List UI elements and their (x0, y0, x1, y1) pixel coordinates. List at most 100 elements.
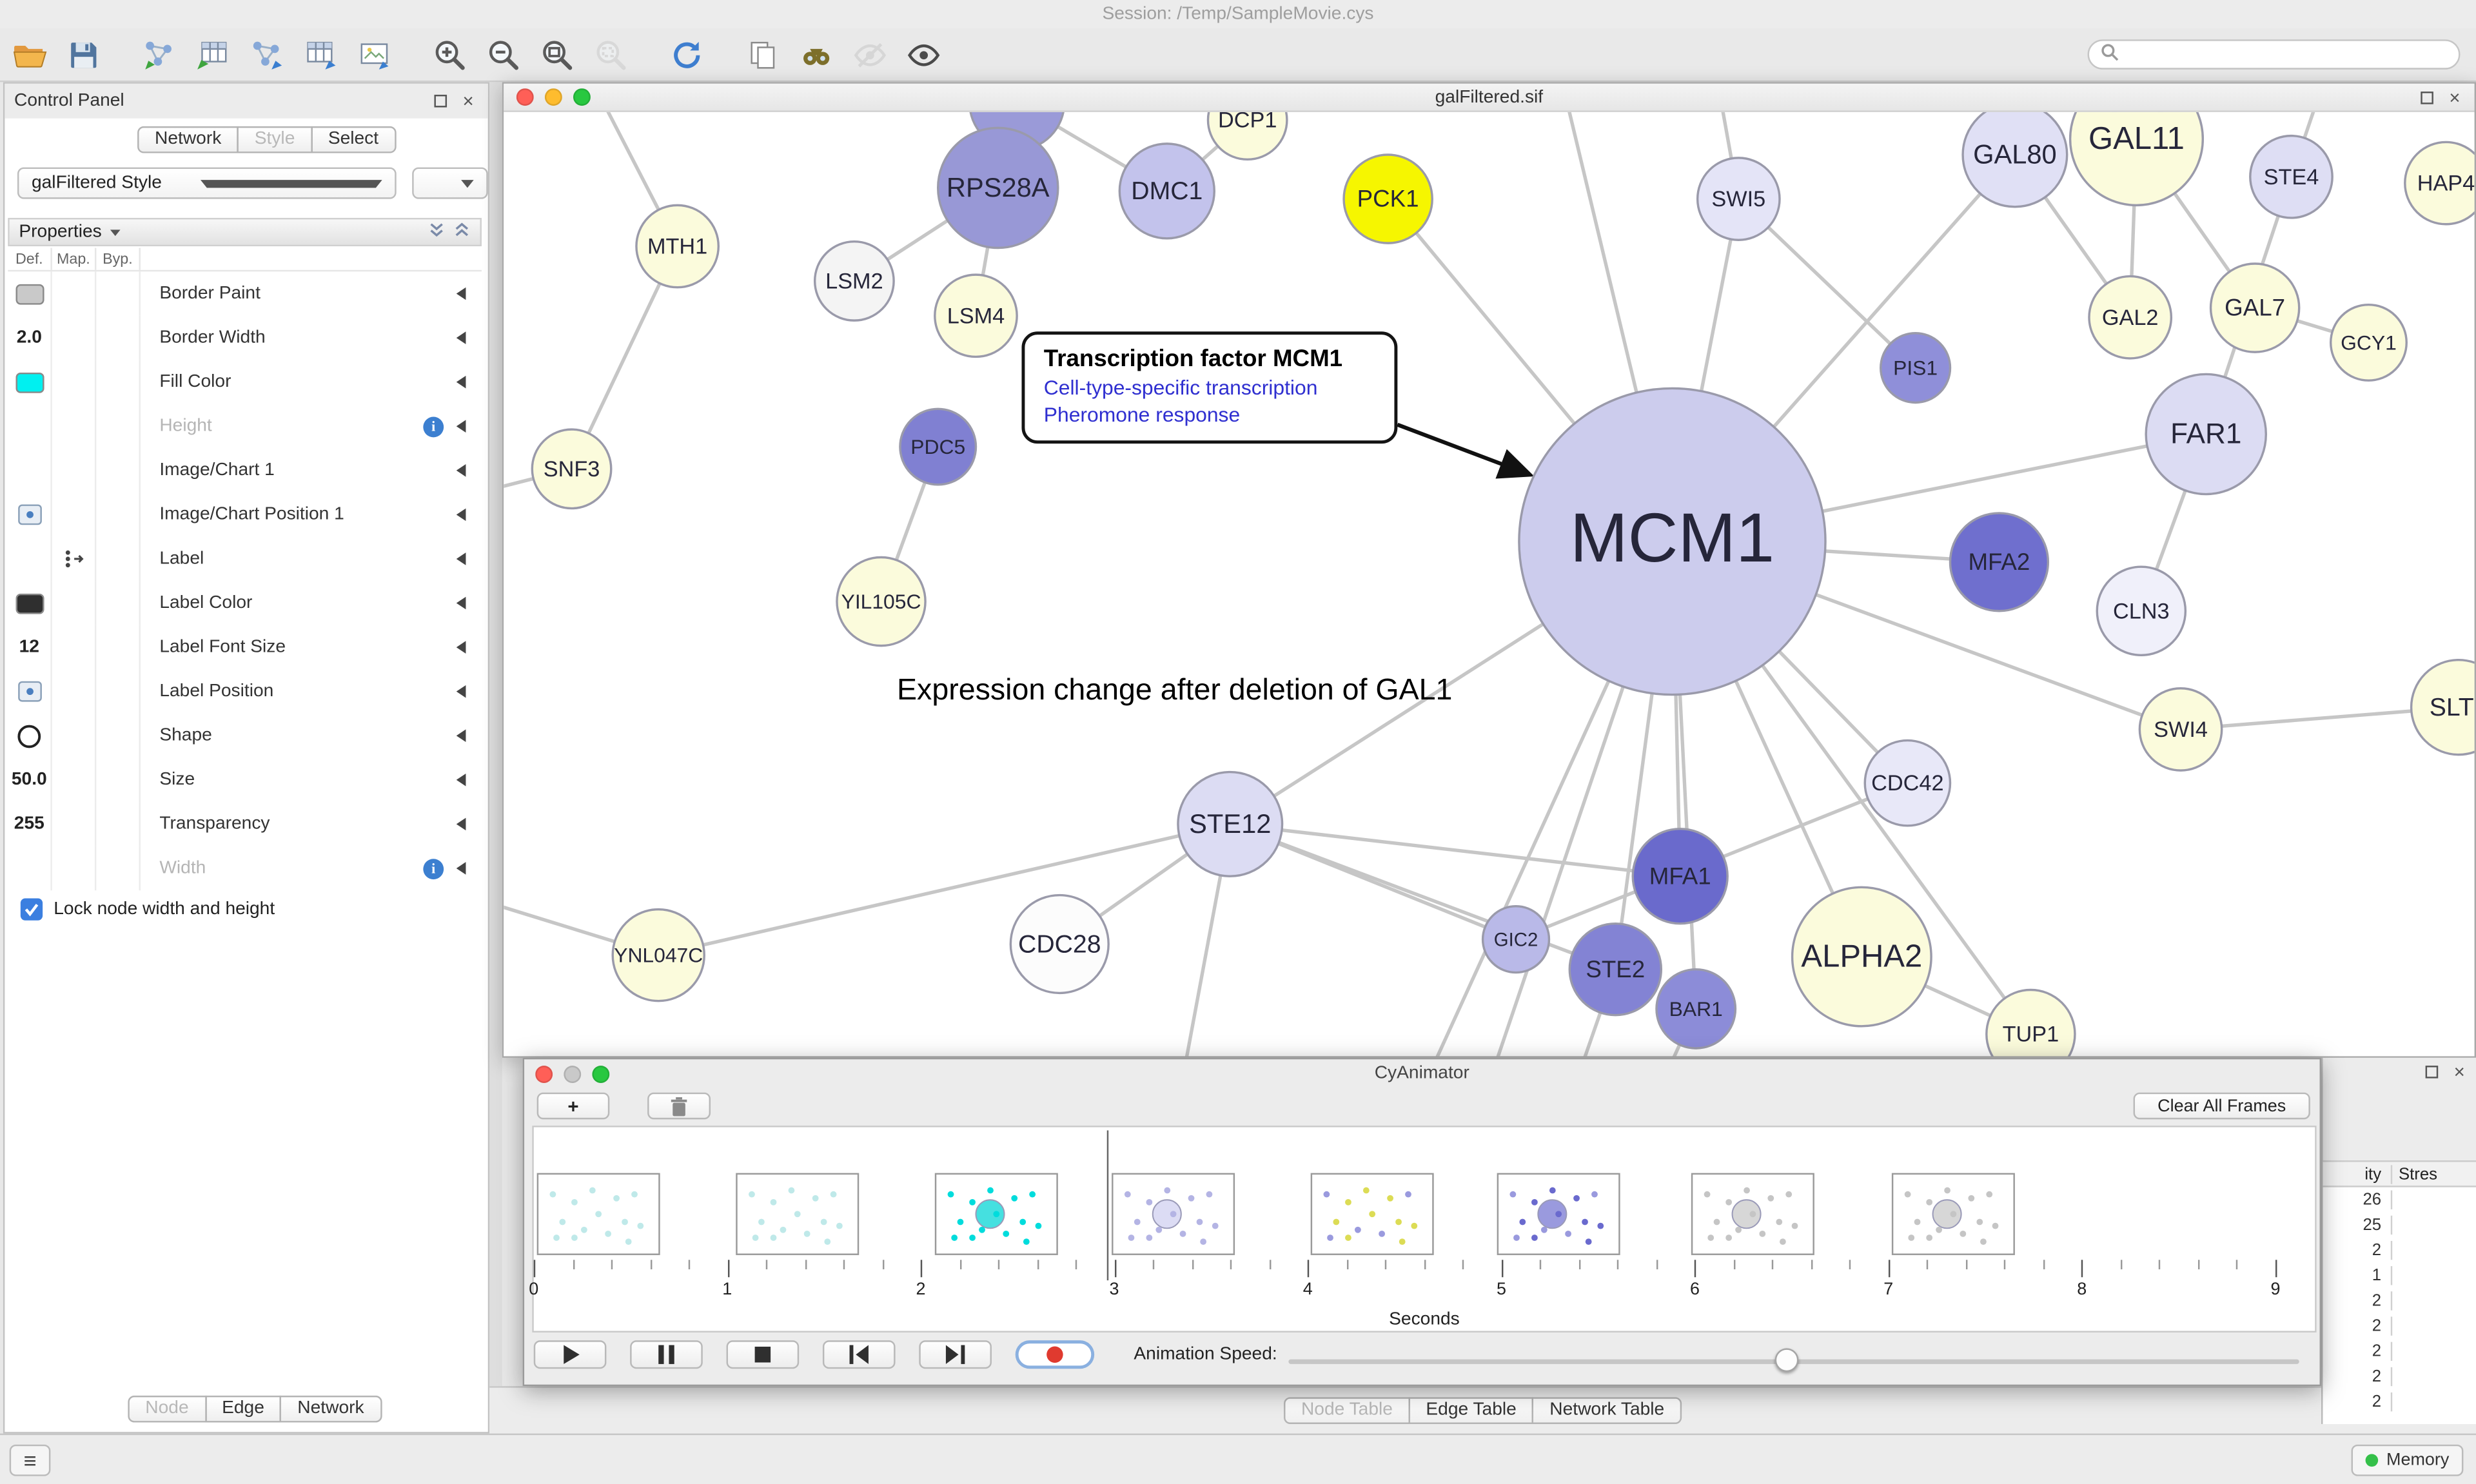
record-button[interactable] (1015, 1340, 1095, 1369)
zoom-selected-icon[interactable] (591, 34, 632, 75)
tab-network[interactable]: Network (137, 126, 239, 153)
memory-button[interactable]: Memory (2352, 1444, 2464, 1476)
expand-arrow-icon[interactable] (456, 464, 466, 477)
property-row-border-paint[interactable]: Border Paint (8, 271, 482, 316)
clear-all-frames-button[interactable]: Clear All Frames (2133, 1092, 2310, 1120)
playhead[interactable] (1106, 1130, 1109, 1281)
save-session-icon[interactable] (63, 34, 104, 75)
frame-thumbnail-3[interactable] (1112, 1173, 1235, 1255)
float-window-icon[interactable] (2416, 87, 2437, 108)
minimize-traffic-light[interactable] (564, 1064, 582, 1082)
network-node-GAL7[interactable]: GAL7 (2209, 262, 2301, 353)
network-node-PDC5[interactable]: PDC5 (899, 407, 978, 486)
network-node-RPS28A[interactable]: RPS28A (936, 126, 1059, 249)
network-node-GAL80[interactable]: GAL80 (1961, 112, 2068, 208)
expand-arrow-icon[interactable] (456, 552, 466, 565)
delete-frame-button[interactable] (647, 1092, 711, 1120)
zoom-in-icon[interactable] (429, 34, 471, 75)
expand-arrow-icon[interactable] (456, 862, 466, 875)
tab-select[interactable]: Select (310, 126, 397, 153)
info-icon[interactable]: i (423, 858, 444, 879)
network-node-CDC42[interactable]: CDC42 (1863, 739, 1952, 827)
property-row-image-chart-position-1[interactable]: Image/Chart Position 1 (8, 493, 482, 537)
import-table-icon[interactable] (193, 34, 234, 75)
frame-thumbnail-4[interactable] (1310, 1173, 1434, 1255)
expand-arrow-icon[interactable] (456, 685, 466, 698)
expand-arrow-icon[interactable] (456, 420, 466, 433)
lock-size-row[interactable]: Lock node width and height (20, 898, 275, 921)
network-node-TUP1[interactable]: TUP1 (1985, 988, 2076, 1057)
info-icon[interactable]: i (423, 416, 444, 437)
lock-size-checkbox[interactable] (20, 898, 43, 921)
network-node-PCK1[interactable]: PCK1 (1342, 153, 1433, 244)
property-row-label-position[interactable]: Label Position (8, 669, 482, 714)
close-window-icon[interactable]: × (2449, 86, 2461, 108)
network-node-MFA2[interactable]: MFA2 (1949, 512, 2050, 612)
search-field[interactable] (2087, 39, 2461, 70)
zoom-fit-icon[interactable] (537, 34, 578, 75)
import-network-icon[interactable] (139, 34, 181, 75)
network-node-SWI4[interactable]: SWI4 (2138, 687, 2223, 772)
network-window-titlebar[interactable]: galFiltered.sif × (504, 83, 2475, 112)
float-window-icon[interactable] (429, 91, 450, 112)
tab-network-table[interactable]: Network Table (1532, 1397, 1682, 1424)
minimize-traffic-light[interactable] (544, 88, 562, 106)
table-row[interactable]: 2 (2323, 1238, 2476, 1263)
properties-header[interactable]: Properties (8, 217, 482, 247)
network-node-SNF3[interactable]: SNF3 (531, 428, 613, 510)
expand-arrow-icon[interactable] (456, 287, 466, 300)
property-row-label-color[interactable]: Label Color (8, 581, 482, 625)
search-input[interactable] (2125, 44, 2448, 64)
tab-style[interactable]: Style (237, 126, 313, 153)
table-row[interactable]: 26 (2323, 1187, 2476, 1213)
show-panel-button[interactable]: ≡ (9, 1444, 51, 1476)
table-row[interactable]: 2 (2323, 1339, 2476, 1364)
network-node-STE12[interactable]: STE12 (1177, 770, 1284, 877)
network-node-MTH1[interactable]: MTH1 (635, 204, 720, 289)
close-traffic-light[interactable] (516, 88, 534, 106)
export-network-icon[interactable] (246, 34, 288, 75)
network-node-YIL105C[interactable]: YIL105C (836, 556, 927, 647)
network-node-GAL2[interactable]: GAL2 (2088, 275, 2173, 360)
tab-node[interactable]: Node (128, 1395, 206, 1423)
frame-thumbnail-1[interactable] (736, 1173, 860, 1255)
cyanimator-titlebar[interactable]: CyAnimator (524, 1059, 2319, 1088)
show-all-icon[interactable] (903, 34, 945, 75)
style-options-button[interactable] (412, 167, 488, 199)
expand-arrow-icon[interactable] (456, 817, 466, 831)
table-row[interactable]: 2 (2323, 1288, 2476, 1313)
expand-arrow-icon[interactable] (456, 729, 466, 743)
network-node-SLT2[interactable]: SLT2 (2410, 658, 2475, 756)
panel-splitter[interactable] (489, 82, 502, 1434)
network-node-PIS1[interactable]: PIS1 (1880, 332, 1952, 404)
network-edge-STE12-MFA1[interactable] (1230, 822, 1681, 878)
frame-thumbnail-5[interactable] (1497, 1173, 1620, 1255)
close-traffic-light[interactable] (535, 1064, 553, 1082)
network-node-YNL047C[interactable]: YNL047C (611, 908, 705, 1002)
expand-arrow-icon[interactable] (456, 508, 466, 522)
add-frame-button[interactable]: + (536, 1092, 610, 1120)
zoom-traffic-light[interactable] (573, 88, 591, 106)
network-canvas[interactable]: RPS28BRPS28ADMC1DCP1PCK1SWI5GAL80GAL11ST… (504, 112, 2475, 1057)
expand-all-icon[interactable] (428, 221, 446, 243)
skip-start-button[interactable] (822, 1340, 896, 1369)
expand-arrow-icon[interactable] (456, 331, 466, 344)
table-row[interactable]: 25 (2323, 1213, 2476, 1238)
network-edge-STE12-YNL047C[interactable] (658, 822, 1231, 957)
tab-edge-table[interactable]: Edge Table (1408, 1397, 1534, 1424)
speed-slider-thumb[interactable] (1774, 1348, 1799, 1372)
table-row[interactable]: 2 (2323, 1364, 2476, 1389)
network-graph[interactable]: RPS28BRPS28ADMC1DCP1PCK1SWI5GAL80GAL11ST… (504, 112, 2475, 1057)
stop-button[interactable] (726, 1340, 800, 1369)
network-node-LSM2[interactable]: LSM2 (813, 240, 895, 322)
style-dropdown[interactable]: galFiltered Style (17, 167, 397, 199)
expand-arrow-icon[interactable] (456, 641, 466, 654)
tab-edge[interactable]: Edge (204, 1395, 282, 1423)
window-titlebar[interactable]: Session: /Temp/SampleMovie.cys (0, 0, 2476, 29)
network-node-GCY1[interactable]: GCY1 (2329, 303, 2408, 382)
close-window-icon[interactable]: × (462, 90, 474, 112)
